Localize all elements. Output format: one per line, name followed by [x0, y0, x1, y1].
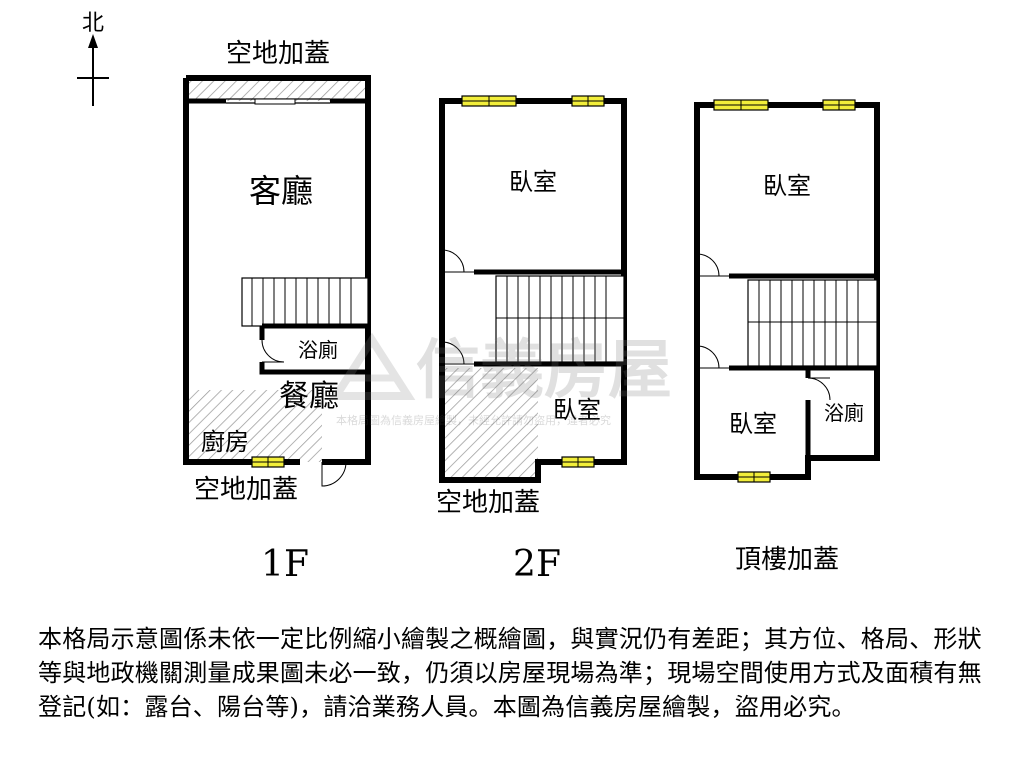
roof-bedroom-bottom-label: 臥室	[729, 410, 777, 438]
disclaimer-text: 本格局示意圖係未依一定比例縮小繪製之概繪圖，與實況仍有差距；其方位、格局、形狀等…	[38, 625, 982, 721]
watermark-brand: 信義房屋	[416, 334, 672, 408]
brand-logo-icon	[328, 332, 416, 400]
roof-caption: 頂樓加蓋	[735, 545, 839, 575]
watermark-notice: 本格局圖為信義房屋繪製，未經允許請勿盜用，違者必究	[336, 413, 611, 427]
floor-1f-plan	[183, 75, 371, 487]
floor-plan-drawing: 北 空地加蓋 客廳 浴廁 餐廳 廚房 空地加蓋	[77, 11, 880, 585]
floor2-bedroom-top-label: 臥室	[509, 168, 557, 196]
floor1-kitchen-label: 廚房	[201, 428, 249, 456]
floor-2f-plan	[439, 95, 627, 483]
floor1-bathroom-label: 浴廁	[298, 338, 338, 362]
floor2-bedroom-bottom-label: 臥室	[553, 396, 601, 424]
north-arrow-icon	[77, 34, 109, 106]
roof-bedroom-top-label: 臥室	[763, 172, 811, 200]
floor1-dining-room-label: 餐廳	[279, 379, 339, 414]
floor2-bottom-covered-label: 空地加蓋	[436, 488, 540, 518]
compass-north-label: 北	[82, 11, 104, 36]
roof-bathroom-label: 浴廁	[824, 401, 864, 425]
floor2-caption: 2F	[513, 544, 561, 585]
floor1-top-covered-label: 空地加蓋	[226, 39, 330, 69]
watermark: 信義房屋 本格局圖為信義房屋繪製，未經允許請勿盜用，違者必究	[328, 332, 672, 427]
floor-roof-plan	[694, 99, 880, 483]
floor1-bottom-covered-label: 空地加蓋	[194, 475, 298, 505]
floor1-caption: 1F	[261, 544, 309, 585]
floor1-living-room-label: 客廳	[249, 172, 313, 210]
